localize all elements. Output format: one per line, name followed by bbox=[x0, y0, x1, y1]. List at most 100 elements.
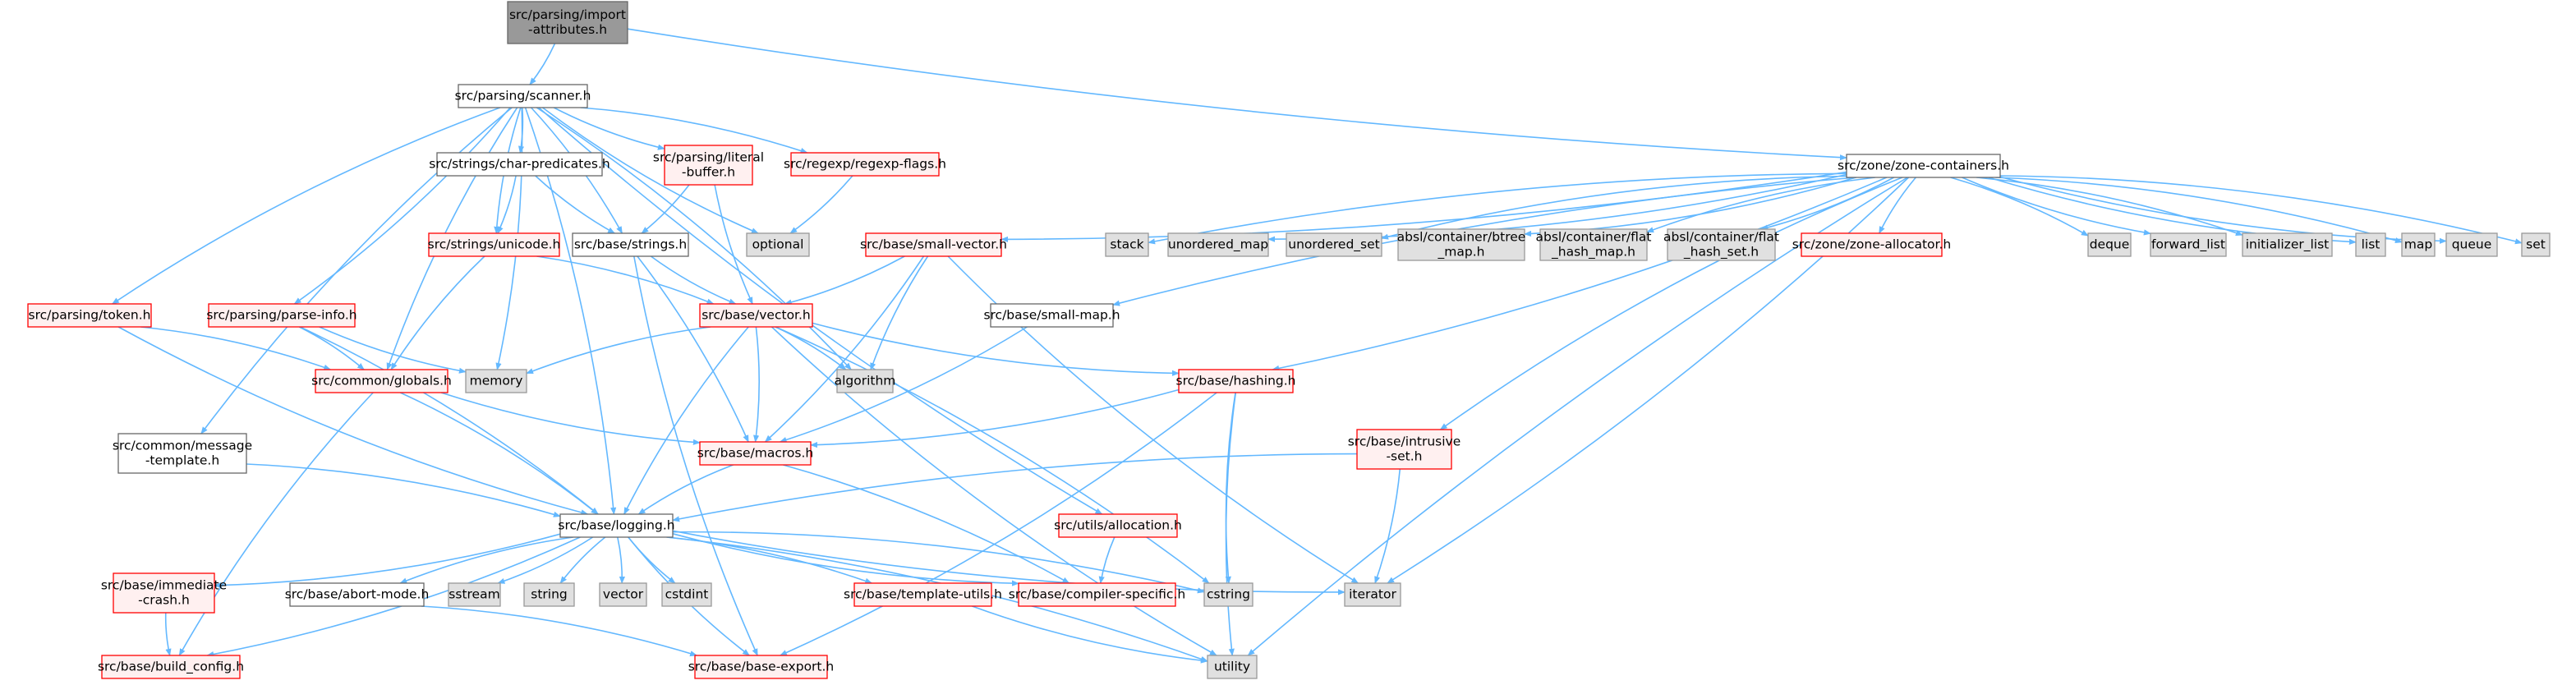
edge-scanner-to-regexp bbox=[580, 107, 808, 154]
node-btree-box bbox=[1397, 228, 1525, 261]
node-macros-box bbox=[699, 441, 812, 466]
node-strings[interactable]: src/base/strings.h bbox=[572, 232, 689, 257]
node-scanner[interactable]: src/parsing/scanner.h bbox=[455, 84, 591, 108]
edge-scanner-to-msgtmpl bbox=[200, 107, 513, 434]
node-intrusive[interactable]: src/base/intrusive-set.h bbox=[1348, 429, 1461, 470]
node-logging[interactable]: src/base/logging.h bbox=[558, 513, 675, 538]
node-uset[interactable]: unordered_set bbox=[1286, 232, 1382, 257]
node-root-label-0: src/parsing/import bbox=[509, 7, 626, 22]
node-flatmap[interactable]: absl/container/flat_hash_map.h bbox=[1536, 228, 1652, 261]
node-flatset-box bbox=[1667, 228, 1776, 261]
node-scanner-label-0: src/parsing/scanner.h bbox=[455, 89, 591, 103]
node-stack[interactable]: stack bbox=[1105, 232, 1149, 257]
edge-zone-to-intrusive bbox=[1439, 177, 1903, 430]
node-optional[interactable]: optional bbox=[746, 232, 810, 257]
node-tmplutils-box bbox=[853, 582, 992, 607]
node-tmplutils[interactable]: src/base/template-utils.h bbox=[844, 582, 1002, 607]
node-umap-box bbox=[1167, 232, 1269, 257]
node-unicode[interactable]: src/strings/unicode.h bbox=[428, 232, 561, 257]
node-algorithm-label-0: algorithm bbox=[835, 374, 896, 388]
node-cstring-label-0: cstring bbox=[1207, 587, 1250, 602]
node-algorithm[interactable]: algorithm bbox=[835, 369, 896, 393]
node-deque[interactable]: deque bbox=[2087, 232, 2132, 257]
edge-hashing-to-utility bbox=[1225, 392, 1237, 656]
node-flatmap-box bbox=[1539, 228, 1648, 261]
node-parseinfo-label-0: src/parsing/parse-info.h bbox=[206, 308, 356, 323]
node-set[interactable]: set bbox=[2521, 232, 2551, 257]
node-scanner-box bbox=[458, 84, 588, 108]
node-baseexport[interactable]: src/base/base-export.h bbox=[688, 655, 835, 679]
node-hashing[interactable]: src/base/hashing.h bbox=[1176, 369, 1296, 393]
edge-vector-to-macros bbox=[753, 326, 760, 443]
node-abort[interactable]: src/base/abort-mode.h bbox=[285, 582, 430, 607]
node-set-box bbox=[2521, 232, 2551, 257]
node-svector[interactable]: vector bbox=[599, 582, 647, 607]
node-zalloc[interactable]: src/zone/zone-allocator.h bbox=[1792, 232, 1952, 257]
node-crash-box bbox=[113, 572, 215, 614]
node-root[interactable]: src/parsing/import-attributes.h bbox=[507, 1, 628, 44]
node-flatset[interactable]: absl/container/flat_hash_set.h bbox=[1663, 228, 1779, 261]
node-optional-label-0: optional bbox=[752, 237, 804, 252]
node-list[interactable]: list bbox=[2355, 232, 2386, 257]
node-charpred[interactable]: src/strings/char-predicates.h bbox=[429, 152, 610, 177]
node-crash-label-0: src/base/immediate bbox=[101, 578, 227, 593]
node-utility-label-0: utility bbox=[1214, 660, 1250, 674]
node-vector[interactable]: src/base/vector.h bbox=[699, 303, 813, 328]
edge-zone-to-queue bbox=[1999, 176, 2447, 244]
node-umap[interactable]: unordered_map bbox=[1167, 232, 1269, 257]
edge-macros-to-logging bbox=[637, 464, 734, 515]
node-smallvec[interactable]: src/base/small-vector.h bbox=[860, 232, 1007, 257]
edge-zone-to-deque bbox=[1950, 177, 2089, 237]
edge-smallvec-to-macros bbox=[764, 255, 925, 443]
node-btree[interactable]: absl/container/btree_map.h bbox=[1397, 228, 1526, 261]
node-queue[interactable]: queue bbox=[2445, 232, 2498, 257]
node-macros[interactable]: src/base/macros.h bbox=[697, 441, 813, 466]
node-parseinfo-box bbox=[208, 303, 356, 328]
node-memory[interactable]: memory bbox=[465, 369, 527, 393]
node-cstring[interactable]: cstring bbox=[1203, 582, 1254, 607]
node-algorithm-box bbox=[836, 369, 894, 393]
node-crash[interactable]: src/base/immediate-crash.h bbox=[101, 572, 227, 614]
node-flist[interactable]: forward_list bbox=[2150, 232, 2227, 257]
node-cstdint[interactable]: cstdint bbox=[661, 582, 712, 607]
node-parseinfo[interactable]: src/parsing/parse-info.h bbox=[206, 303, 357, 328]
node-smallmap[interactable]: src/base/small-map.h bbox=[983, 303, 1120, 328]
node-msgtmpl-label-1: -template.h bbox=[145, 453, 219, 468]
node-svector-box bbox=[599, 582, 647, 607]
node-globals[interactable]: src/common/globals.h bbox=[311, 369, 452, 393]
node-uset-label-0: unordered_set bbox=[1288, 237, 1379, 253]
node-baseexport-label-0: src/base/base-export.h bbox=[688, 660, 835, 674]
node-initlist[interactable]: initializer_list bbox=[2242, 232, 2333, 257]
node-msgtmpl[interactable]: src/common/message-template.h bbox=[113, 433, 252, 474]
edge-zone-to-stack bbox=[1148, 172, 1847, 245]
edge-zone-to-uset bbox=[1381, 175, 1847, 240]
node-regexp-label-0: src/regexp/regexp-flags.h bbox=[784, 157, 946, 172]
node-strings-box bbox=[572, 232, 689, 257]
node-zone[interactable]: src/zone/zone-containers.h bbox=[1838, 154, 2009, 178]
node-hashing-label-0: src/base/hashing.h bbox=[1176, 374, 1296, 388]
node-utility[interactable]: utility bbox=[1207, 655, 1258, 679]
edge-parseinfo-to-globals bbox=[298, 326, 365, 370]
node-list-label-0: list bbox=[2362, 237, 2380, 252]
node-sstream[interactable]: sstream bbox=[448, 582, 501, 607]
edge-logging-to-sstream bbox=[497, 536, 594, 584]
node-string[interactable]: string bbox=[523, 582, 575, 607]
node-stack-label-0: stack bbox=[1110, 237, 1143, 252]
edge-abort-to-baseexport bbox=[421, 605, 698, 657]
node-regexp[interactable]: src/regexp/regexp-flags.h bbox=[784, 152, 946, 177]
node-zalloc-label-0: src/zone/zone-allocator.h bbox=[1792, 237, 1952, 252]
node-vector-label-0: src/base/vector.h bbox=[702, 308, 811, 323]
node-token[interactable]: src/parsing/token.h bbox=[27, 303, 152, 328]
node-intrusive-label-1: -set.h bbox=[1386, 449, 1422, 464]
node-iterator[interactable]: iterator bbox=[1344, 582, 1401, 607]
node-allocation[interactable]: src/utils/allocation.h bbox=[1054, 513, 1182, 538]
node-litbuf[interactable]: src/parsing/literal-buffer.h bbox=[653, 145, 764, 186]
node-compiler[interactable]: src/base/compiler-specific.h bbox=[1009, 582, 1185, 607]
node-iterator-box bbox=[1344, 582, 1401, 607]
edge-globals-to-buildcfg bbox=[178, 392, 374, 656]
node-map[interactable]: map bbox=[2401, 232, 2436, 257]
node-stack-box bbox=[1105, 232, 1149, 257]
node-token-box bbox=[27, 303, 152, 328]
node-buildcfg[interactable]: src/base/build_config.h bbox=[98, 655, 244, 679]
node-string-box bbox=[523, 582, 575, 607]
